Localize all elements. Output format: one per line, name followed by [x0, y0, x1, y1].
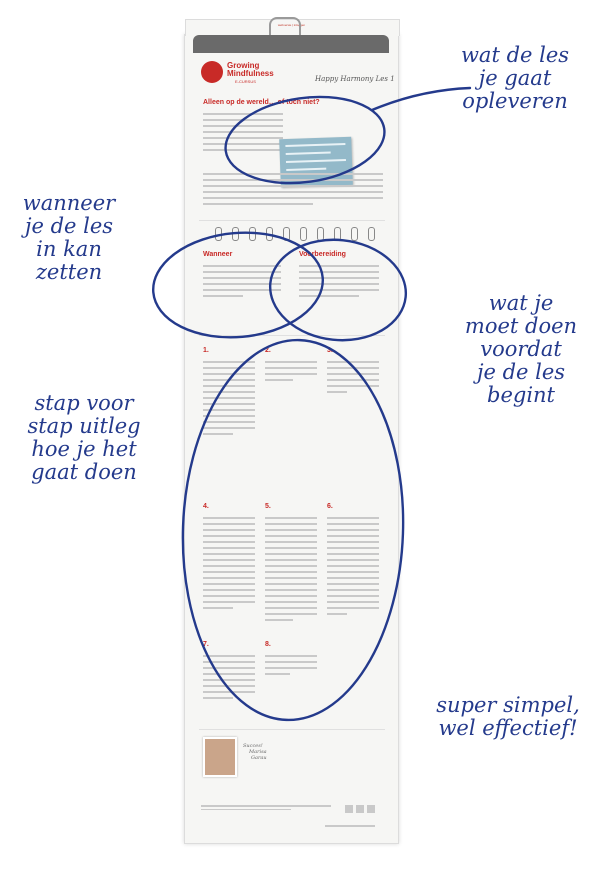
step-text: [327, 517, 379, 619]
annotation-line: je de les: [476, 360, 566, 384]
step-number: 4.: [203, 503, 209, 510]
annotation-line: begint: [487, 383, 555, 407]
step-number: 1.: [203, 347, 209, 354]
section-divider: [199, 220, 385, 221]
footer-text: [201, 805, 331, 812]
step-text: [203, 361, 255, 439]
newsletter-page: webversie | inloggen Growing Mindfulness…: [184, 17, 400, 844]
step-number: 6.: [327, 503, 333, 510]
social-links: [345, 805, 375, 813]
intro-text: [203, 113, 283, 155]
annotation-voorbereiding: wat je moet doen voordat je de les begin…: [446, 292, 596, 407]
logo-text-line1: Growing: [227, 61, 260, 70]
annotation-line: je de les: [24, 214, 114, 238]
clip-top-area: [185, 19, 400, 36]
twitter-icon[interactable]: [345, 805, 353, 813]
step-text: [327, 361, 379, 397]
annotation-wanneer: wanneer je de les in kan zetten: [4, 192, 134, 284]
step-number: 2.: [265, 347, 271, 354]
step-text: [203, 517, 255, 613]
annotation-line: super simpel,: [436, 693, 580, 717]
annotation-line: in kan: [36, 237, 102, 261]
step-text: [265, 655, 317, 679]
annotation-line: je gaat: [478, 66, 552, 90]
annotation-line: moet doen: [464, 314, 578, 338]
copyright: [325, 825, 375, 827]
top-links[interactable]: webversie | inloggen: [277, 23, 306, 27]
annotation-line: wat de les: [460, 43, 570, 67]
section-divider-2: [199, 335, 385, 336]
annotation-line: wat je: [488, 291, 554, 315]
annotation-line: wanneer: [22, 191, 116, 215]
step-text: [203, 655, 255, 703]
prep-heading: Voorbereiding: [299, 251, 346, 258]
main-heading: Alleen op de wereld… of toch niet?: [203, 99, 320, 106]
prep-text: [299, 265, 379, 301]
step-number: 7.: [203, 641, 209, 648]
step-number: 8.: [265, 641, 271, 648]
annotation-line: stap uitleg: [27, 414, 141, 438]
annotation-line: zetten: [35, 260, 103, 284]
linkedin-icon[interactable]: [367, 805, 375, 813]
facebook-icon[interactable]: [356, 805, 364, 813]
intro-paragraph: [203, 173, 383, 209]
spiral-binding: [215, 227, 375, 241]
annotation-line: stap voor: [34, 391, 134, 415]
step-text: [265, 517, 317, 625]
logo-text-line2: Mindfulness: [227, 69, 274, 78]
signature-line: Marisa: [249, 749, 267, 755]
annotation-line: gaat doen: [31, 460, 137, 484]
clipboard-bar: [193, 35, 389, 53]
clipboard-hook: [269, 17, 301, 43]
step-text: [265, 361, 317, 385]
step-number: 3.: [327, 347, 333, 354]
annotation-stappen: stap voor stap uitleg hoe je het gaat do…: [4, 392, 164, 484]
step-number: 5.: [265, 503, 271, 510]
annotation-line: opleveren: [462, 89, 568, 113]
annotation-line: wel effectief!: [438, 716, 578, 740]
lesson-title: Happy Harmony Les 1: [315, 75, 395, 83]
signature-line: Garau: [251, 755, 267, 761]
tree-logo-icon: [201, 61, 223, 83]
annotation-simpel: super simpel, wel effectief!: [418, 694, 598, 740]
annotation-line: hoe je het: [31, 437, 137, 461]
when-heading: Wanneer: [203, 251, 233, 258]
annotation-les: wat de les je gaat opleveren: [440, 44, 590, 113]
when-text: [203, 265, 281, 301]
author-avatar: [203, 737, 237, 777]
section-divider-3: [199, 729, 385, 730]
annotation-line: voordat: [480, 337, 562, 361]
signature: Succes! Marisa Garau: [243, 743, 267, 761]
signature-line: Succes!: [243, 743, 263, 749]
logo-text-line3: E-CURSUS: [235, 79, 256, 84]
